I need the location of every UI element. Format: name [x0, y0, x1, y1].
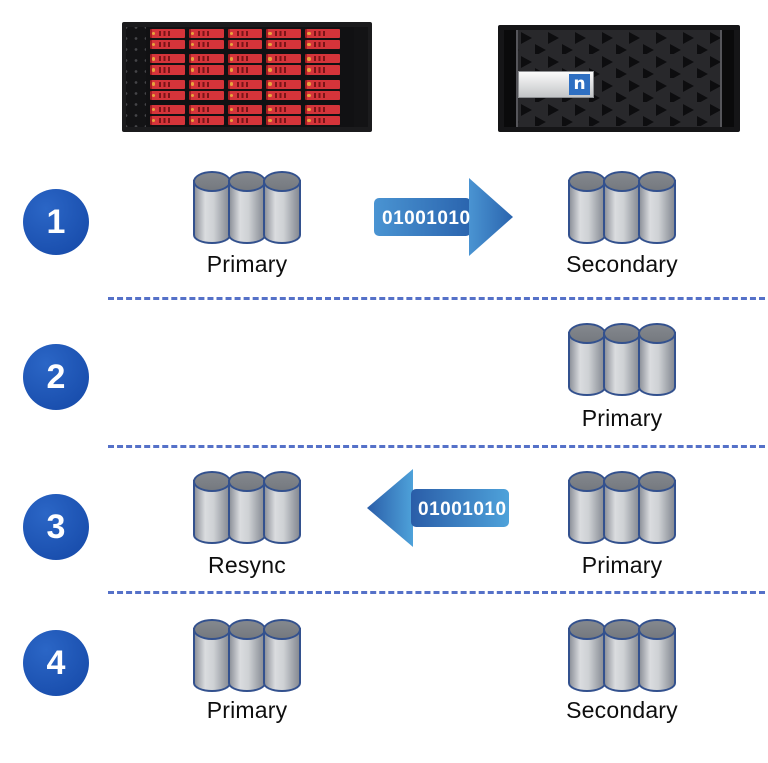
step-1-number: 1 [46, 202, 66, 241]
drive-bay [266, 79, 302, 100]
disk-cylinder-icon [603, 171, 641, 244]
disk-cylinder-icon [263, 619, 301, 692]
drive-bay [150, 54, 185, 75]
netapp-logo-icon: n [569, 74, 590, 95]
disk-cylinder-icon [193, 471, 231, 544]
drive-row [150, 54, 340, 75]
shelf-left-ear [126, 27, 146, 127]
disk-group-step1-left [193, 168, 301, 244]
disk-cylinder-icon [193, 171, 231, 244]
step-3-right-label: Primary [581, 552, 663, 578]
drive-bay [188, 104, 224, 125]
step-3-badge: 3 [23, 494, 89, 560]
disk-cylinder-icon [263, 171, 301, 244]
replication-arrow-right-icon: 01001010 [374, 178, 513, 256]
arrow-data-label: 01001010 [418, 499, 507, 520]
drive-bay [305, 29, 340, 50]
step-4-badge: 4 [23, 630, 89, 696]
disk-cylinder-icon [228, 619, 266, 692]
disk-group-step3-right [568, 468, 676, 544]
drive-bay [266, 54, 302, 75]
disk-cylinder-icon [568, 619, 606, 692]
disk-cylinder-icon [638, 619, 676, 692]
drive-bay [227, 104, 263, 125]
array-bezel: n [516, 30, 722, 127]
row-divider [108, 297, 765, 300]
drive-row [150, 79, 340, 100]
disk-cylinder-icon [193, 619, 231, 692]
shelf-right-ear [354, 27, 368, 127]
step-2-right-label: Primary [581, 405, 663, 431]
drive-bay [305, 79, 340, 100]
disk-group-step2-right [568, 320, 676, 396]
step-1-left-label: Primary [206, 251, 288, 277]
drive-bay [188, 79, 224, 100]
drive-bay [305, 104, 340, 125]
netapp-array-icon: n [498, 25, 740, 132]
arrow-data-label: 01001010 [382, 208, 471, 229]
step-2-number: 2 [46, 357, 66, 396]
array-right-ear [722, 30, 734, 127]
disk-cylinder-icon [638, 171, 676, 244]
step-4-right-label: Secondary [566, 697, 678, 723]
drive-bay [150, 29, 185, 50]
shelf-drive-bays [146, 27, 354, 127]
disk-group-step4-left [193, 616, 301, 692]
disk-cylinder-icon [228, 471, 266, 544]
drive-bay [227, 54, 263, 75]
step-3-number: 3 [46, 507, 66, 546]
step-2-badge: 2 [23, 344, 89, 410]
step-1-badge: 1 [23, 189, 89, 255]
drive-bay [150, 79, 185, 100]
disk-cylinder-icon [603, 619, 641, 692]
drive-bay [266, 29, 302, 50]
disk-group-step4-right [568, 616, 676, 692]
disk-cylinder-icon [568, 323, 606, 396]
array-left-ear [504, 30, 516, 127]
disk-shelf-icon [122, 22, 372, 132]
step-4-left-label: Primary [206, 697, 288, 723]
disk-cylinder-icon [568, 171, 606, 244]
drive-bay [227, 29, 263, 50]
disk-cylinder-icon [603, 471, 641, 544]
drive-bay [150, 104, 185, 125]
replication-arrow-left-icon: 01001010 [367, 469, 509, 547]
disk-cylinder-icon [603, 323, 641, 396]
drive-row [150, 104, 340, 125]
disk-cylinder-icon [638, 471, 676, 544]
disk-cylinder-icon [568, 471, 606, 544]
step-3-left-label: Resync [208, 552, 286, 578]
disk-group-step3-left [193, 468, 301, 544]
netapp-label-strip: n [518, 71, 594, 98]
row-divider [108, 591, 765, 594]
drive-bay [188, 54, 224, 75]
row-divider [108, 445, 765, 448]
disk-cylinder-icon [228, 171, 266, 244]
disk-cylinder-icon [263, 471, 301, 544]
drive-bay [305, 54, 340, 75]
step-4-number: 4 [46, 643, 66, 682]
disk-group-step1-right [568, 168, 676, 244]
drive-row [150, 29, 340, 50]
step-1-right-label: Secondary [566, 251, 678, 277]
drive-bay [266, 104, 302, 125]
disk-cylinder-icon [638, 323, 676, 396]
drive-bay [227, 79, 263, 100]
drive-bay [188, 29, 224, 50]
